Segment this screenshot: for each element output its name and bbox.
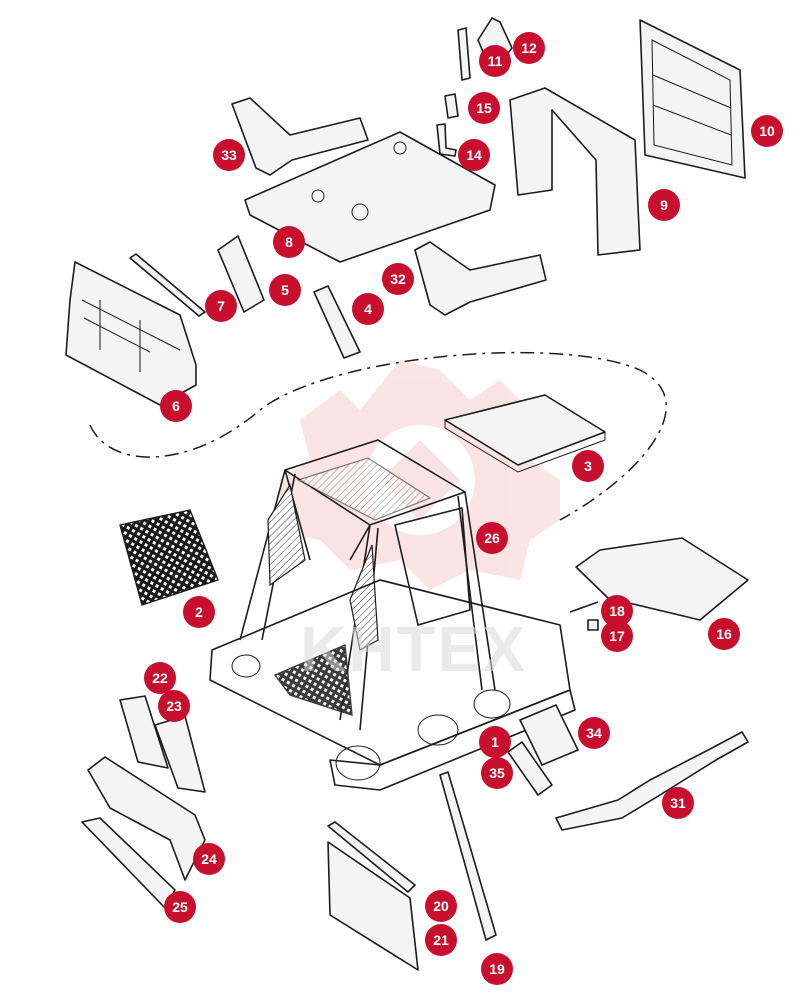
part-10-inner — [651, 39, 733, 166]
callout-14[interactable]: 14 — [458, 139, 490, 171]
callout-34[interactable]: 34 — [578, 717, 610, 749]
part-35-grille — [507, 741, 553, 796]
callout-18[interactable]: 18 — [601, 595, 633, 627]
callout-2[interactable]: 2 — [183, 596, 215, 628]
part-5-bracket — [217, 235, 265, 313]
callout-25[interactable]: 25 — [164, 891, 196, 923]
callout-10[interactable]: 10 — [751, 115, 783, 147]
callout-16[interactable]: 16 — [708, 618, 740, 650]
part-15-clip — [444, 93, 459, 119]
callout-26[interactable]: 26 — [476, 522, 508, 554]
callout-5[interactable]: 5 — [269, 274, 301, 306]
part-10-rib — [652, 74, 732, 136]
callout-23[interactable]: 23 — [158, 690, 190, 722]
assembly-dashed-outline — [89, 351, 667, 521]
callout-11[interactable]: 11 — [479, 45, 511, 77]
callout-9[interactable]: 9 — [648, 189, 680, 221]
part-14-clip — [436, 123, 457, 157]
part-17-block — [587, 619, 599, 631]
part-11-strap — [457, 27, 471, 81]
part-3-edge — [444, 420, 606, 473]
part-25-panel — [81, 817, 176, 909]
part-34-grille — [519, 704, 579, 766]
part-6-detail — [81, 299, 181, 372]
callout-15[interactable]: 15 — [468, 92, 500, 124]
callout-6[interactable]: 6 — [160, 390, 192, 422]
part-7-rail — [129, 253, 206, 317]
part-23-panel — [119, 695, 169, 769]
callout-20[interactable]: 20 — [425, 890, 457, 922]
part-4-bracket — [313, 285, 361, 359]
part-19-strip — [439, 771, 497, 941]
callout-19[interactable]: 19 — [481, 953, 513, 985]
watermark-text: KHTEX — [300, 613, 527, 685]
callout-33[interactable]: 33 — [213, 139, 245, 171]
callout-12[interactable]: 12 — [513, 32, 545, 64]
part-33-bracket — [231, 97, 369, 176]
callout-1[interactable]: 1 — [479, 726, 511, 758]
part-31-handle — [555, 731, 749, 831]
callout-7[interactable]: 7 — [205, 290, 237, 322]
callout-32[interactable]: 32 — [382, 263, 414, 295]
part-6-rear-panel — [65, 261, 197, 406]
callout-4[interactable]: 4 — [352, 293, 384, 325]
callout-22[interactable]: 22 — [144, 662, 176, 694]
callout-21[interactable]: 21 — [425, 924, 457, 956]
callout-31[interactable]: 31 — [662, 787, 694, 819]
part-20-strip — [327, 821, 416, 893]
part-2-mesh — [119, 509, 219, 606]
part-9-cover — [509, 87, 641, 256]
part-10-panel — [639, 19, 746, 179]
callout-8[interactable]: 8 — [273, 226, 305, 258]
part-21-panel — [327, 841, 419, 971]
callout-3[interactable]: 3 — [572, 450, 604, 482]
part-32-bracket — [414, 241, 547, 316]
cab-frame — [209, 439, 576, 791]
part-8-hole — [311, 189, 325, 203]
part-8-hole — [393, 141, 407, 155]
part-18-pin — [569, 601, 599, 613]
part-8-hole — [351, 203, 369, 221]
callout-24[interactable]: 24 — [193, 843, 225, 875]
callout-35[interactable]: 35 — [481, 757, 513, 789]
